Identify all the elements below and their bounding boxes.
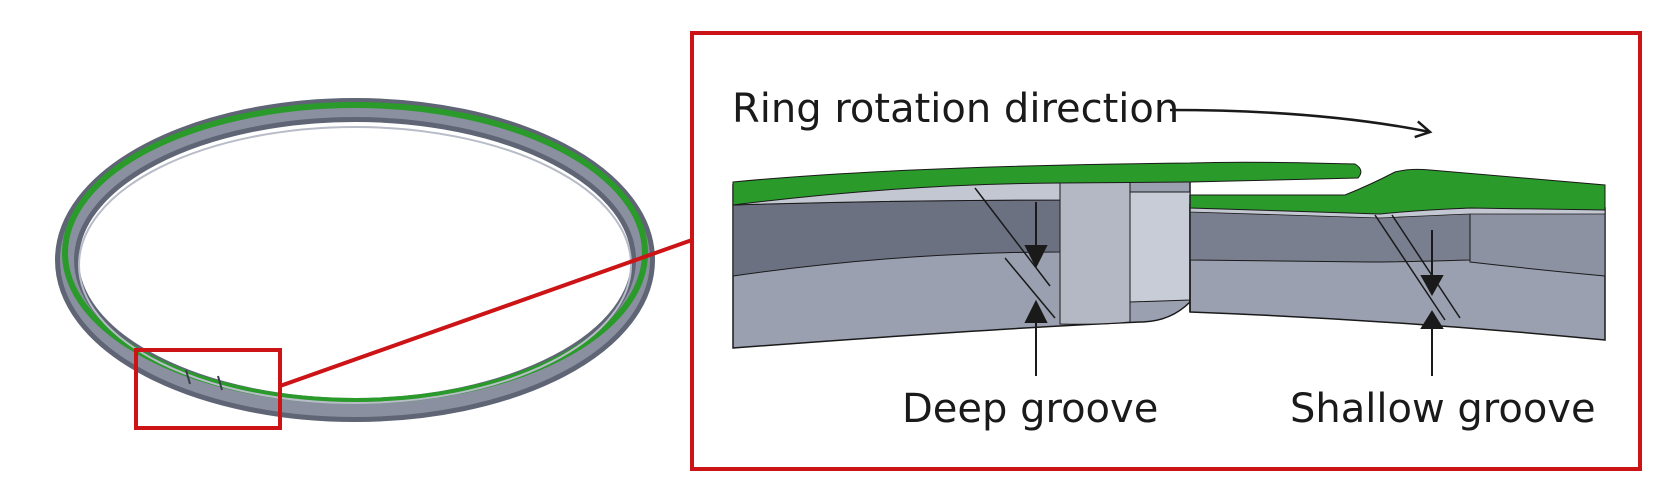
ring-inner-edge xyxy=(78,126,632,404)
shallow-groove-hatch xyxy=(1374,214,1461,321)
rotation-label: Ring rotation direction xyxy=(732,86,1179,132)
ring-section-right xyxy=(1189,168,1606,341)
zoom-detail-frame xyxy=(690,31,1642,471)
zoom-source-box xyxy=(134,348,282,430)
rotation-direction-arrow xyxy=(1169,108,1433,139)
shallow-groove-label: Shallow groove xyxy=(1290,386,1596,432)
ring-notch xyxy=(217,375,223,391)
zoom-connector-line xyxy=(279,238,693,388)
ring-face xyxy=(60,103,650,417)
ring-notch xyxy=(185,369,191,385)
deep-groove-hatch xyxy=(974,187,1056,319)
shallow-groove-arrows xyxy=(1420,230,1444,376)
ring-overview xyxy=(55,98,655,422)
ring-section-left xyxy=(732,161,1362,349)
deep-groove-label: Deep groove xyxy=(902,386,1158,432)
ring-top-green-edge xyxy=(62,102,648,404)
deep-groove-arrows xyxy=(1024,202,1048,376)
